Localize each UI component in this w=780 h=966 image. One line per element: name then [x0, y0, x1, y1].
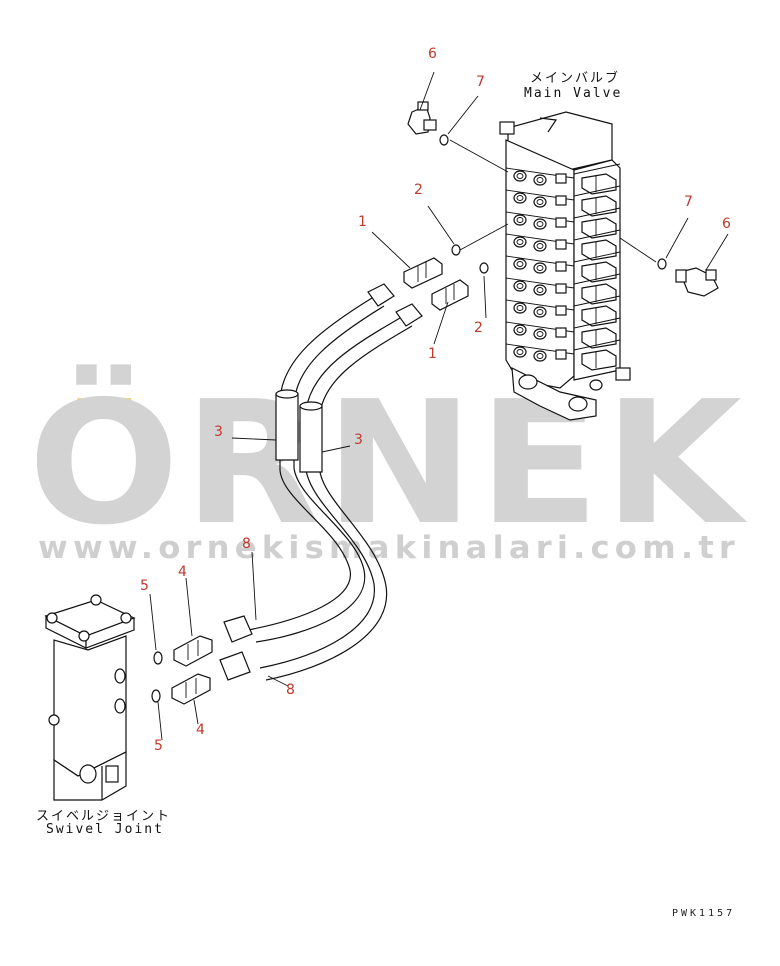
watermark-url: www.ornekismakinalari.com.tr [38, 530, 740, 566]
main-valve [499, 111, 631, 421]
o-ring-5-upper [153, 651, 163, 665]
callout-6-upper: 6 [428, 46, 437, 62]
valve-section [505, 295, 621, 327]
callout-8-lower: 8 [286, 682, 295, 698]
valve-section [505, 339, 621, 371]
leader-lines [149, 71, 729, 741]
callouts: 6 7 2 1 7 6 2 1 3 3 8 5 4 8 5 4 [140, 46, 731, 754]
callout-3-left: 3 [214, 424, 223, 440]
drawing-code: PWK1157 [672, 908, 736, 919]
hose-assembly [219, 283, 423, 681]
swivel-joint [44, 594, 136, 801]
callout-7-right: 7 [684, 194, 693, 210]
o-ring-upper-left [439, 134, 449, 146]
swivel-joint-label-en: Swivel Joint [46, 822, 164, 837]
o-ring-right [657, 258, 667, 270]
main-valve-label-en: Main Valve [524, 86, 623, 101]
callout-1-lower: 1 [428, 346, 437, 362]
callout-4-lower: 4 [196, 722, 205, 738]
protector-sleeve-a [275, 393, 299, 461]
valve-section [505, 317, 621, 349]
callout-3-right: 3 [354, 432, 363, 448]
callout-6-right: 6 [722, 216, 731, 232]
callout-2-lower: 2 [474, 320, 483, 336]
swivel-joint-label-jp: スイベルジョイント [36, 809, 172, 824]
callout-8-upper: 8 [242, 536, 251, 552]
o-ring-2-lower [479, 262, 489, 274]
connector-1-lower [431, 279, 469, 311]
elbow-fitting-right [675, 267, 719, 297]
callout-5-upper: 5 [140, 578, 149, 594]
main-valve-label-jp: メインバルブ [530, 71, 621, 86]
watermark-accent-left [68, 398, 94, 412]
watermark-accent-right [106, 398, 132, 412]
o-ring-2-upper [451, 244, 461, 256]
watermark-brand: ÖRNEK [28, 364, 747, 563]
connector-4-lower [171, 673, 211, 705]
callout-1-upper: 1 [358, 214, 367, 230]
protector-sleeve-b [299, 405, 323, 473]
connector-1-upper [403, 257, 443, 289]
callout-7-upper: 7 [476, 74, 485, 90]
o-ring-5-lower [151, 689, 161, 703]
callout-4-upper: 4 [178, 564, 187, 580]
main-valve-sections [505, 163, 621, 371]
elbow-fitting-upper [407, 101, 437, 135]
callout-5-lower: 5 [154, 738, 163, 754]
watermark: ÖRNEK www.ornekismakinalari.com.tr [28, 364, 747, 566]
callout-2-upper: 2 [414, 182, 423, 198]
connector-4-upper [173, 635, 213, 667]
